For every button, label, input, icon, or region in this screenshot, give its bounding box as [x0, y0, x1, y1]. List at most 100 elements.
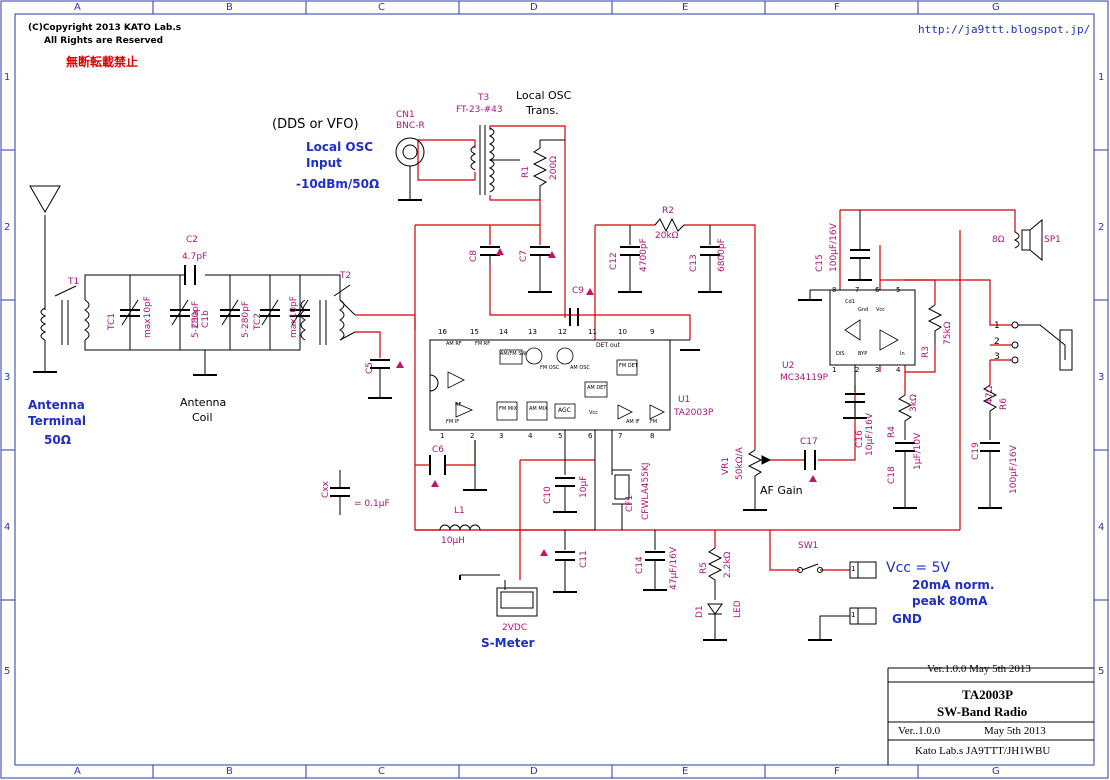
t1-label: T1 [68, 277, 80, 287]
af-gain-label: AF Gain [760, 484, 803, 497]
c13-value: 6800pF [717, 238, 727, 272]
gnd-label: GND [892, 612, 922, 626]
tc1-label: TC1 [107, 313, 117, 330]
r5-label: R5 [699, 562, 709, 574]
url-link[interactable]: http://ja9ttt.blogspot.jp/ [918, 23, 1091, 36]
r3-value: 75kΩ [943, 321, 953, 345]
local-osc-trans-1: Local OSC [516, 89, 572, 102]
c10-label: C10 [543, 486, 553, 504]
tc1-value: max10pF [143, 296, 153, 338]
c1b-label: C1b [201, 310, 211, 328]
local-osc-input-2: Input [306, 156, 342, 170]
u1-pin-12: 12 [558, 328, 567, 336]
grid-row-5-right: 5 [1098, 666, 1105, 677]
gnd-connector-pin: 1 [851, 611, 856, 619]
c17-label: C17 [800, 437, 818, 447]
grid-row-3-right: 3 [1098, 372, 1105, 383]
c14-value: 47μF/16V [669, 547, 679, 590]
c16-value: 10μF/16V [865, 413, 875, 456]
c12-label: C12 [609, 252, 619, 270]
antenna-impedance: 50Ω [44, 433, 71, 447]
u1-pin-11: 11 [588, 328, 597, 336]
grid-row-2: 2 [4, 222, 11, 233]
l1-value: 10μH [441, 536, 465, 546]
t3-type: FT-23-#43 [456, 105, 503, 115]
u1-pin-14: 14 [499, 328, 508, 336]
u1-block-fm-rf: FM RF [475, 341, 491, 347]
u1-pin-13: 13 [528, 328, 537, 336]
vr1-value: 50kΩ/A [735, 447, 745, 480]
sp1-value: 8Ω [992, 235, 1005, 245]
grid-col-d-bottom: D [530, 766, 538, 777]
u1-pin-16: 16 [438, 328, 447, 336]
c8-label: C8 [469, 249, 479, 262]
u1-type: TA2003P [674, 408, 714, 418]
no-reprint: 無断転載禁止 [66, 55, 139, 69]
sp1-label: SP1 [1044, 235, 1061, 245]
u2-pin-8: 8 [832, 286, 837, 294]
jack-pin-3: 3 [994, 352, 1000, 362]
tc2-label: TC2 [253, 313, 263, 330]
antenna-coil-2: Coil [192, 411, 213, 424]
vr1-label: VR1 [721, 456, 731, 475]
c15-label: C15 [815, 254, 825, 272]
cxx-value: = 0.1μF [354, 499, 390, 509]
u2-block-vcc: Vcc [876, 307, 885, 313]
d1-label: D1 [695, 605, 705, 618]
title-main: TA2003P [962, 687, 1014, 702]
c5-label: C5 [365, 361, 375, 374]
u1-pin-9: 9 [650, 328, 655, 336]
c14-label: C14 [635, 556, 645, 574]
grid-col-e: E [682, 2, 689, 13]
c1b-value: 5-280pF [241, 300, 251, 338]
title-subtitle: SW-Band Radio [937, 704, 1028, 719]
c18-value: 1μF/10V [913, 432, 923, 470]
grid-row-1-right: 1 [1098, 72, 1105, 83]
u1-block-am-det: AM DET [587, 385, 607, 391]
u1-block-rf: RF [455, 402, 462, 408]
grid-col-b: B [226, 2, 233, 13]
u1-block-am-osc: AM OSC [570, 365, 590, 371]
u1-pin-2: 2 [470, 432, 475, 440]
u1-label: U1 [678, 395, 691, 405]
c13-label: C13 [689, 254, 699, 272]
c19-value: 100μF/16V [1009, 445, 1019, 494]
c7-label: C7 [519, 249, 529, 262]
grid-col-f-bottom: F [834, 766, 840, 777]
r2-label: R2 [662, 206, 674, 216]
u1-block-am-mix: AM MIX [529, 406, 548, 412]
u1-pin-10: 10 [618, 328, 627, 336]
tc2-value: max10pF [289, 296, 299, 338]
grid-col-a: A [74, 2, 81, 13]
local-osc-trans-2: Trans. [526, 104, 559, 117]
grid-col-e-bottom: E [682, 766, 689, 777]
r1-label: R1 [521, 166, 531, 178]
u1-pin-5: 5 [558, 432, 563, 440]
u2-pin-3: 3 [875, 366, 880, 374]
u1-block-am-if: AM IF [626, 419, 640, 425]
c19-label: C19 [971, 442, 981, 460]
u1-block-fm-osc: FM OSC [540, 365, 560, 371]
u2-pin-5: 5 [896, 286, 901, 294]
local-osc-input-1: Local OSC [306, 140, 374, 154]
cf1-type: CFWLA455KJ [641, 462, 651, 520]
c15-value: 100μF/16V [829, 223, 839, 272]
rights: All Rights are Reserved [44, 36, 164, 46]
grid-row-1: 1 [4, 72, 11, 83]
grid-col-c-bottom: C [378, 766, 385, 777]
title-date: May 5th 2013 [984, 725, 1046, 737]
c18-label: C18 [887, 466, 897, 484]
vcc-connector-pin: 1 [851, 565, 856, 573]
u1-pin-1: 1 [440, 432, 445, 440]
local-osc-level: -10dBm/50Ω [296, 177, 380, 191]
u1-block-fm-det: FM DET [619, 363, 638, 369]
r3-label: R3 [921, 346, 931, 358]
r6-label: R6 [999, 398, 1009, 410]
copyright: (C)Copyright 2013 KATO Lab.s [28, 23, 182, 33]
u2-pin-7: 7 [855, 286, 860, 294]
u2-block-in: In [900, 351, 905, 357]
u2-pin-4: 4 [896, 366, 901, 374]
grid-col-d: D [530, 2, 538, 13]
u1-internal [447, 347, 665, 421]
r6-value: 47Ω [985, 385, 995, 404]
